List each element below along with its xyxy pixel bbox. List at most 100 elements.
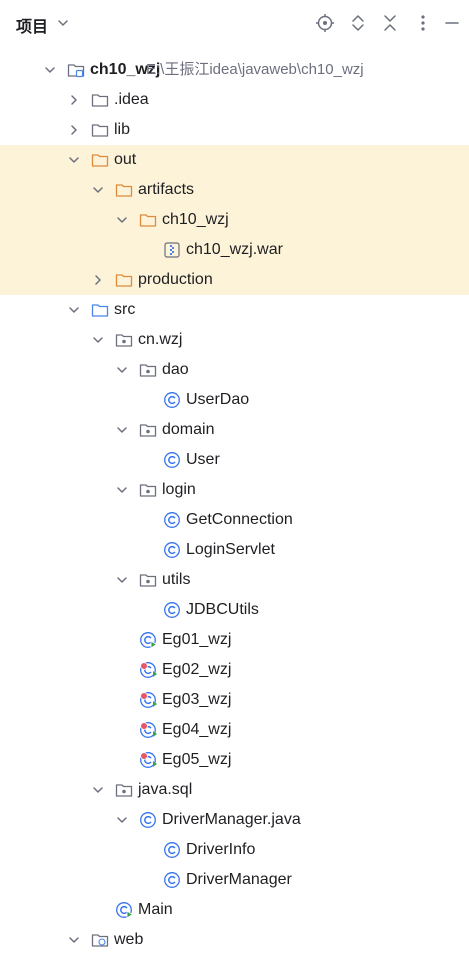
package-icon [139, 571, 157, 589]
package-icon [139, 361, 157, 379]
chevron-down-icon[interactable] [91, 333, 105, 347]
tree-node-label: utils [162, 571, 191, 588]
source-folder-icon [91, 301, 109, 319]
tree-node-label: out [114, 151, 137, 168]
tree-node[interactable]: login [0, 475, 469, 505]
chevron-down-icon[interactable] [91, 183, 105, 197]
war-archive-icon [163, 241, 181, 259]
tree-node-label: ch10_wzj.war [186, 241, 283, 258]
excluded-folder-icon [91, 151, 109, 169]
chevron-down-icon[interactable] [91, 783, 105, 797]
chevron-down-icon[interactable] [115, 213, 129, 227]
tree-node[interactable]: ch10_wzj [0, 205, 469, 235]
tree-node[interactable]: dao [0, 355, 469, 385]
chevron-down-icon[interactable] [56, 16, 70, 30]
tree-node-label: cn.wzj [138, 331, 183, 348]
tree-node[interactable]: production [0, 265, 469, 295]
tree-node-label: User [186, 451, 220, 468]
expand-all-icon[interactable] [347, 12, 369, 34]
tree-node[interactable]: DriverManager [0, 865, 469, 895]
tree-node[interactable]: User [0, 445, 469, 475]
tree-node-label: DriverInfo [186, 841, 256, 858]
tree-node[interactable]: Eg02_wzj [0, 655, 469, 685]
tree-node[interactable]: Main [0, 895, 469, 925]
module-icon [67, 61, 85, 79]
tree-node[interactable]: Eg05_wzj [0, 745, 469, 775]
tree-node[interactable]: JDBCUtils [0, 595, 469, 625]
chevron-down-icon[interactable] [115, 483, 129, 497]
chevron-right-icon[interactable] [91, 273, 105, 287]
tree-node-label: Eg01_wzj [162, 631, 232, 648]
tree-node[interactable]: ch10_wzj.war [0, 235, 469, 265]
package-icon [115, 331, 133, 349]
tree-node-label: JDBCUtils [186, 601, 259, 618]
tree-node[interactable]: Eg01_wzj [0, 625, 469, 655]
tree-node-label: artifacts [138, 181, 195, 198]
tree-node-label: src [114, 301, 136, 318]
class-icon [163, 511, 181, 529]
tree-node-label: dao [162, 361, 189, 378]
tree-node[interactable]: cn.wzj [0, 325, 469, 355]
tree-node-label: DriverManager.java [162, 811, 301, 828]
collapse-all-icon[interactable] [379, 12, 401, 34]
tree-node[interactable]: .idea [0, 85, 469, 115]
package-icon [115, 781, 133, 799]
tree-node[interactable]: java.sql [0, 775, 469, 805]
tree-node[interactable]: lib [0, 115, 469, 145]
excluded-folder-icon [139, 211, 157, 229]
tree-node-label: DriverManager [186, 871, 292, 888]
tree-node[interactable]: DriverInfo [0, 835, 469, 865]
tree-node-label: Eg05_wzj [162, 751, 232, 768]
chevron-down-icon[interactable] [43, 63, 57, 77]
chevron-right-icon[interactable] [67, 93, 81, 107]
class-error-icon [139, 661, 157, 679]
class-error-icon [139, 751, 157, 769]
folder-icon [91, 91, 109, 109]
tree-node[interactable]: Eg04_wzj [0, 715, 469, 745]
locate-icon[interactable] [314, 12, 336, 34]
chevron-down-icon[interactable] [67, 153, 81, 167]
class-error-icon [139, 691, 157, 709]
tree-node[interactable]: LoginServlet [0, 535, 469, 565]
tree-node-label: ch10_wzj [90, 61, 161, 78]
chevron-down-icon[interactable] [67, 933, 81, 947]
tree-node[interactable]: src [0, 295, 469, 325]
tree-node[interactable]: utils [0, 565, 469, 595]
tree-node[interactable]: GetConnection [0, 505, 469, 535]
class-error-icon [139, 721, 157, 739]
tree-node-label: domain [162, 421, 215, 438]
chevron-down-icon[interactable] [115, 573, 129, 587]
panel-title[interactable]: 项目 [16, 19, 49, 36]
tree-node-label: GetConnection [186, 511, 293, 528]
tree-node[interactable]: UserDao [0, 385, 469, 415]
tree-node-label: web [114, 931, 144, 948]
runnable-class-icon [115, 901, 134, 919]
package-icon [139, 421, 157, 439]
tree-node[interactable]: domain [0, 415, 469, 445]
tree-node[interactable]: out [0, 145, 469, 175]
tree-node-label: UserDao [186, 391, 250, 408]
tree-node[interactable]: Eg03_wzj [0, 685, 469, 715]
tree-node-label: LoginServlet [186, 541, 275, 558]
class-icon [163, 841, 181, 859]
chevron-down-icon[interactable] [115, 363, 129, 377]
chevron-right-icon[interactable] [67, 123, 81, 137]
folder-icon [91, 121, 109, 139]
chevron-down-icon[interactable] [115, 813, 129, 827]
module-path: E:\王振江idea\javaweb\ch10_wzj [146, 61, 364, 78]
tree-node[interactable]: artifacts [0, 175, 469, 205]
chevron-down-icon[interactable] [115, 423, 129, 437]
tree-node[interactable]: web [0, 925, 469, 955]
tree-node[interactable]: DriverManager.java [0, 805, 469, 835]
tree-node-label: production [138, 271, 213, 288]
class-icon [163, 871, 181, 889]
class-icon [163, 541, 181, 559]
tree-node-label: .idea [114, 91, 149, 108]
minimize-icon[interactable] [441, 12, 463, 34]
class-icon [139, 811, 157, 829]
more-options-icon[interactable] [412, 12, 434, 34]
chevron-down-icon[interactable] [67, 303, 81, 317]
tree-node-label: Main [138, 901, 173, 918]
